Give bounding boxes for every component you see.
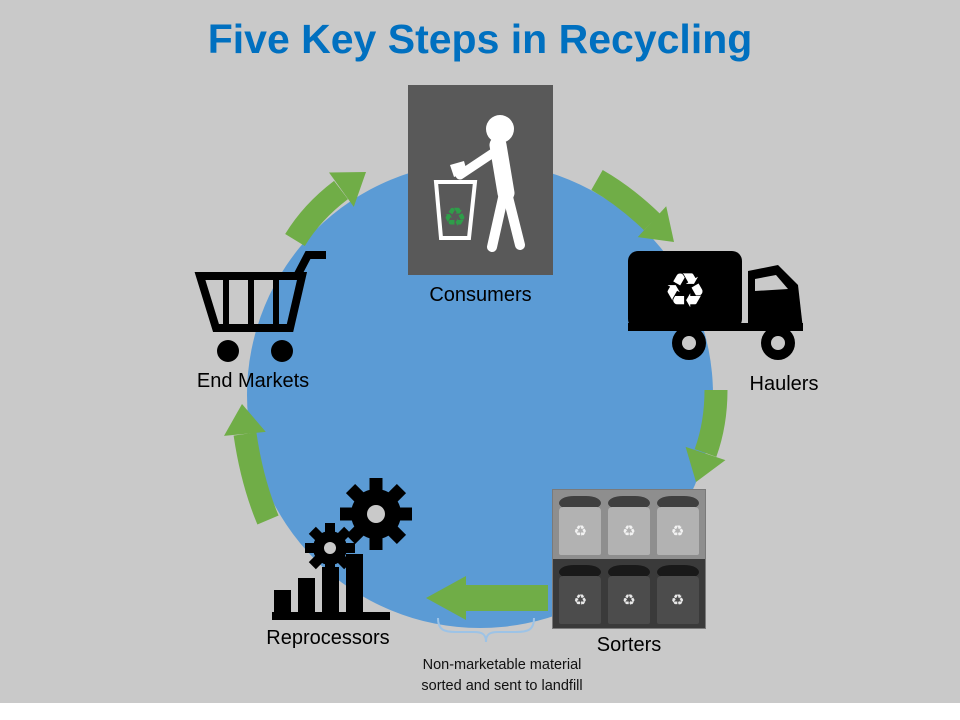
arrow-endmarkets-to-consumers (285, 172, 366, 247)
recycle-symbol-icon: ♻ (622, 522, 636, 540)
recycle-symbol-icon: ♻ (443, 203, 466, 233)
cart-wheel (217, 340, 239, 362)
label-consumers: Consumers (429, 284, 532, 306)
recycle-symbol-icon: ♻ (670, 591, 685, 609)
person-recycling-icon: ♻ (408, 85, 553, 275)
recycle-symbol-icon: ♻ (573, 591, 588, 609)
litter-paper (450, 161, 467, 177)
landfill-note: Non-marketable material sorted and sent … (402, 655, 602, 697)
recycling-cart: ♻ (559, 496, 602, 556)
recycle-symbol-icon: ♻ (622, 591, 636, 609)
shopping-cart-icon (194, 251, 326, 362)
cart-wheel (271, 340, 293, 362)
landfill-note-line1: Non-marketable material (422, 657, 582, 673)
bar-chart-icon (272, 554, 390, 620)
label-sorters: Sorters (596, 634, 662, 656)
arrow-reprocessors-to-endmarkets (224, 404, 279, 525)
person-head (486, 115, 514, 143)
label-reprocessors: Reprocessors (266, 627, 390, 649)
person-recycling-graphic: ♻ (433, 115, 525, 252)
label-end-markets: End Markets (196, 370, 310, 392)
arrow-haulers-to-sorters (685, 389, 728, 482)
recycling-cart: ♻ (656, 565, 699, 625)
recycling-cart: ♻ (656, 496, 699, 556)
cart-row-top: ♻ ♻ ♻ (553, 490, 705, 559)
cart-handle (293, 251, 326, 278)
page-title: Five Key Steps in Recycling (207, 16, 753, 62)
arrow-consumers-to-haulers (591, 170, 674, 242)
garbage-truck-icon: ♻ (628, 251, 803, 360)
recycling-cart: ♻ (607, 496, 650, 556)
recycling-carts-icon: ♻ ♻ ♻ ♻ ♻ ♻ (552, 489, 706, 629)
recycle-symbol-icon: ♻ (573, 522, 588, 540)
truck-cargo-box (628, 251, 742, 329)
recycle-symbol-icon: ♻ (670, 522, 685, 540)
recycle-symbol-icon: ♻ (663, 263, 706, 319)
recycling-cart: ♻ (607, 565, 650, 625)
recycle-bin (433, 180, 478, 240)
landfill-note-line2: sorted and sent to landfill (421, 678, 583, 694)
truck-window (755, 275, 788, 291)
gears-bar-chart-icon (272, 478, 412, 620)
label-haulers: Haulers (749, 373, 819, 395)
arrow-sorters-to-reprocessors (426, 576, 548, 620)
cart-row-bottom: ♻ ♻ ♻ (553, 559, 705, 628)
cart-basket (194, 272, 308, 332)
slide-bottom-edge (0, 703, 960, 720)
recycling-cart: ♻ (559, 565, 602, 625)
